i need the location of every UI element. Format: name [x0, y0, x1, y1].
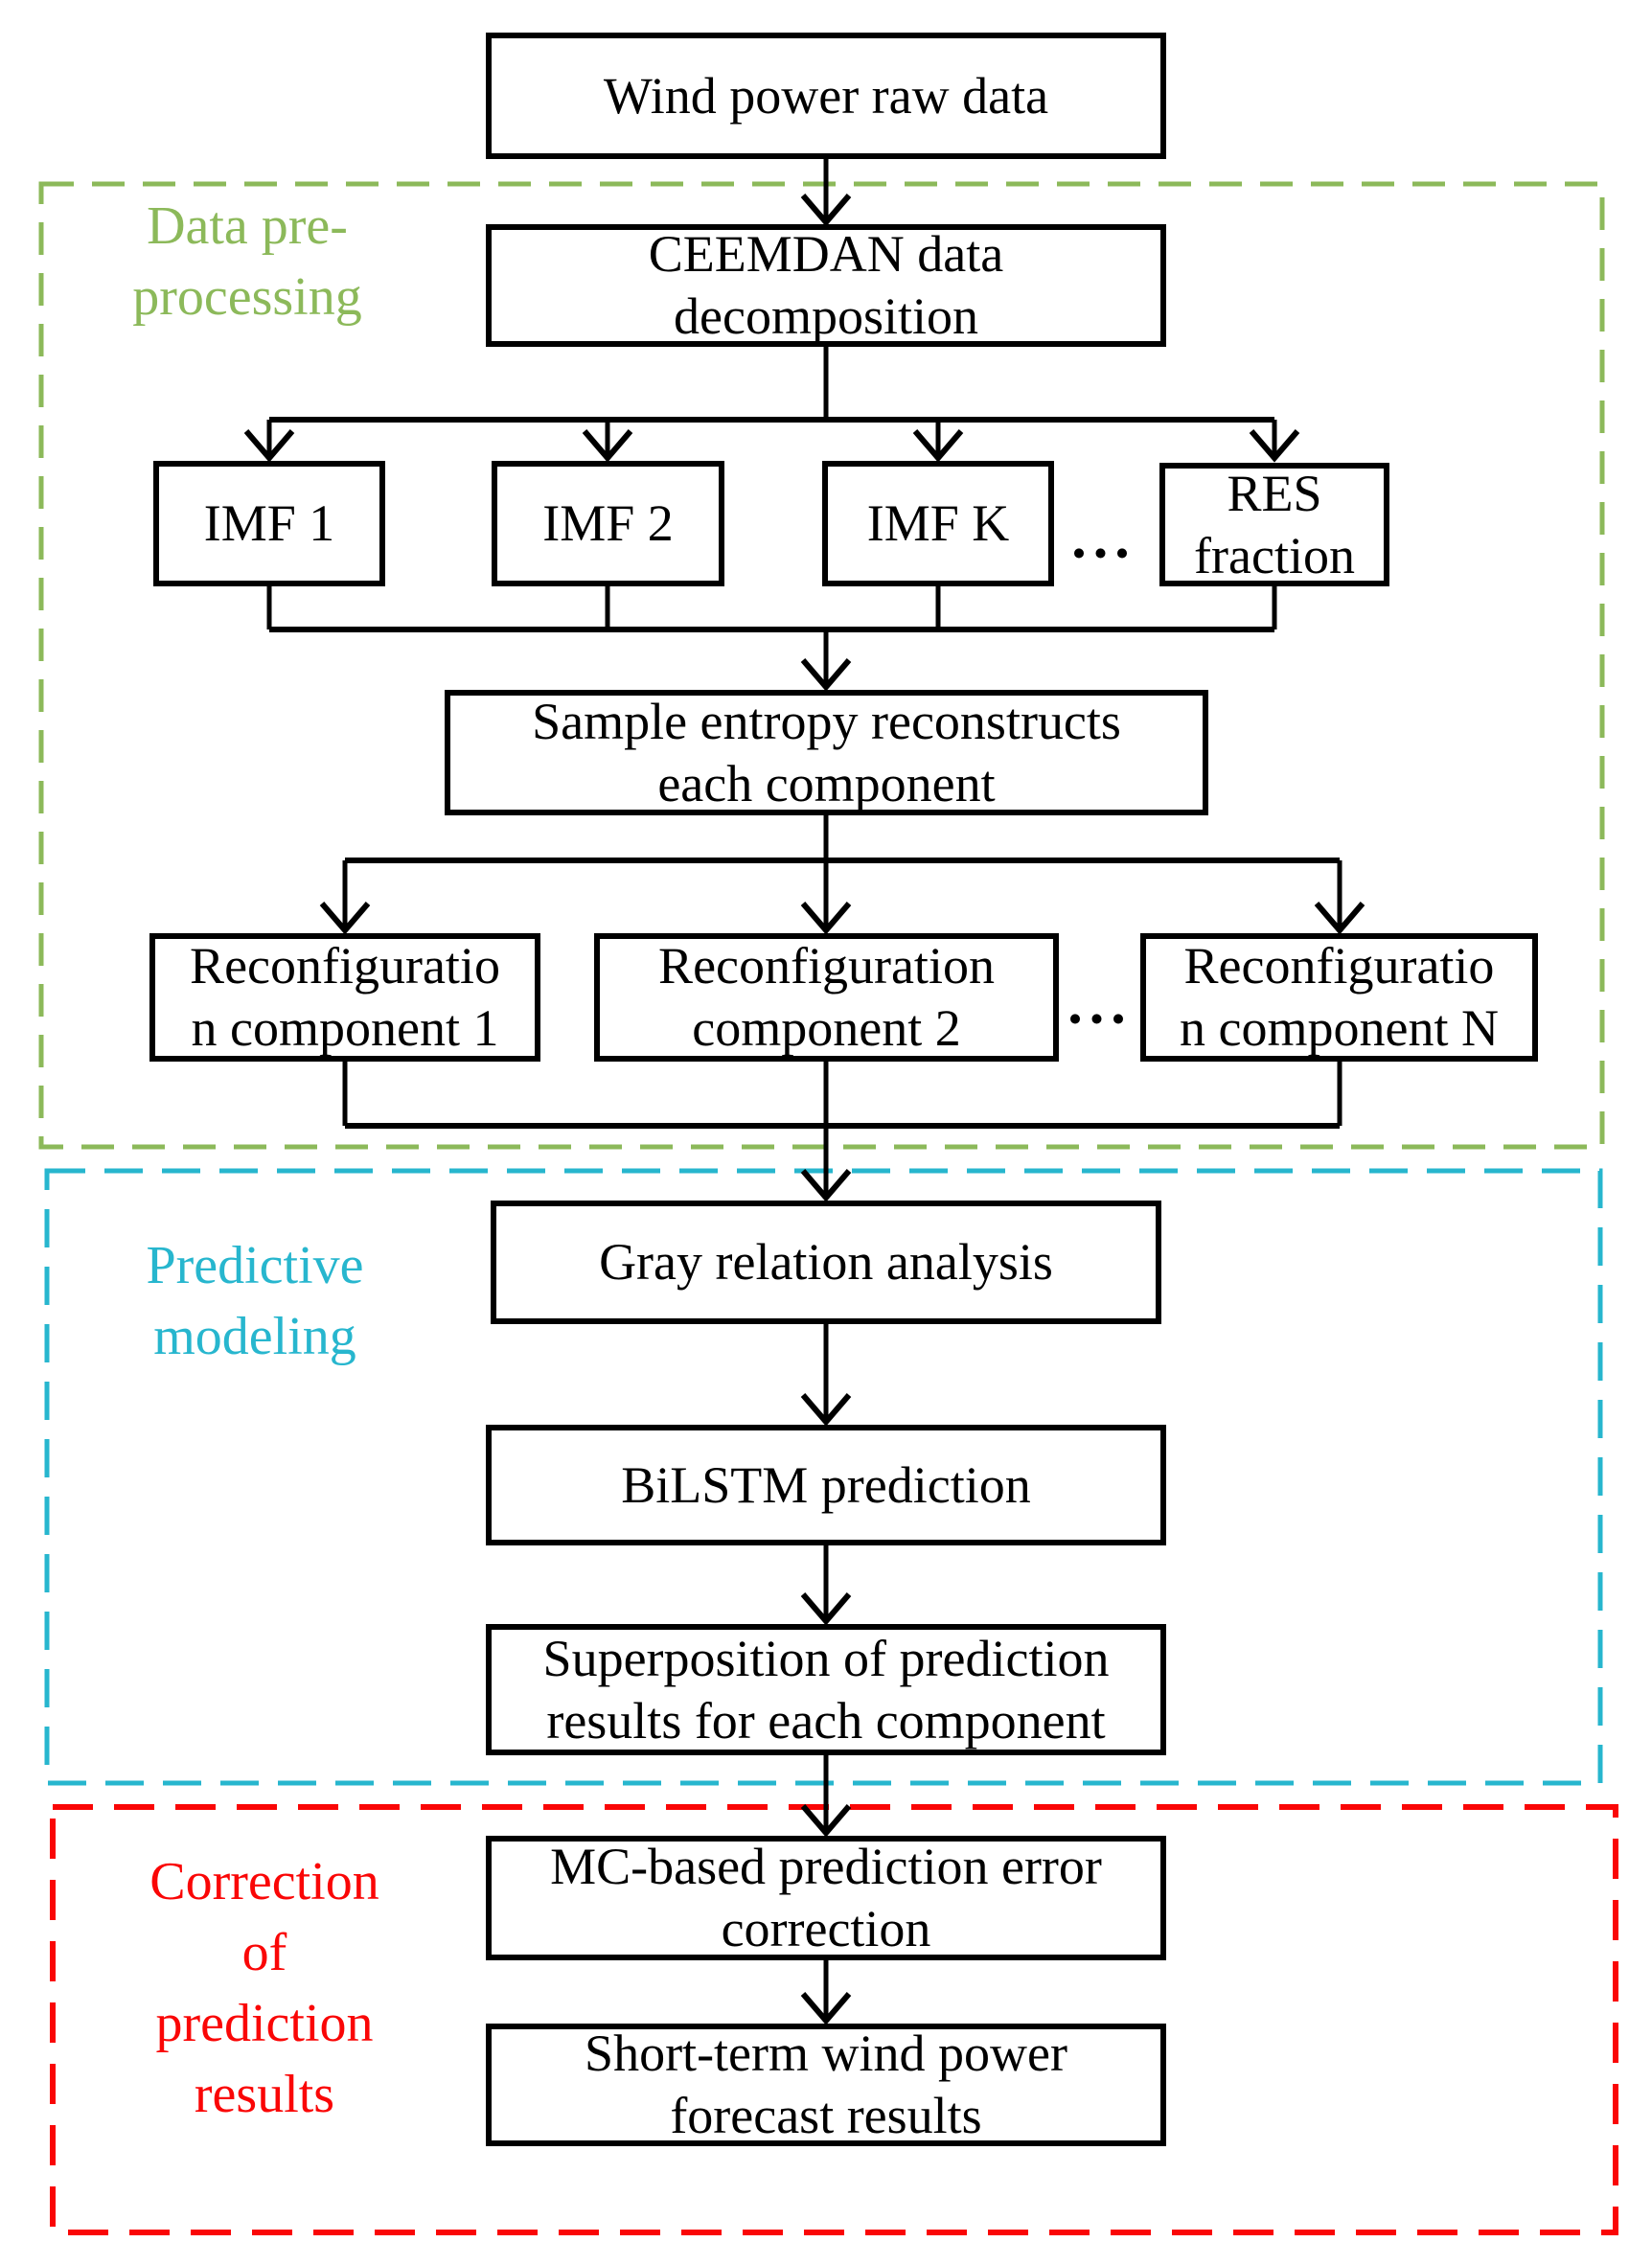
node-wind-power-raw-data: Wind power raw data — [486, 33, 1166, 159]
node-reconfiguration-component-2-label: Reconfiguration component 2 — [658, 937, 995, 1057]
node-sample-entropy: Sample entropy reconstructs each compone… — [445, 690, 1208, 815]
node-bilstm-prediction: BiLSTM prediction — [486, 1425, 1166, 1545]
node-bilstm-prediction-label: BiLSTM prediction — [621, 1455, 1031, 1514]
node-imf-1-label: IMF 1 — [203, 494, 335, 553]
preprocessing-section-label: Data pre- processing — [132, 196, 362, 327]
correction-section-frame — [50, 1804, 1618, 2235]
node-gray-relation-analysis-label: Gray relation analysis — [599, 1233, 1053, 1292]
node-reconfiguration-component-n-label: Reconfiguratio n component N — [1180, 937, 1499, 1057]
node-wind-power-raw-data-label: Wind power raw data — [603, 66, 1049, 125]
connector-lines — [266, 159, 1342, 2018]
node-imf-2: IMF 2 — [492, 461, 724, 586]
node-short-term-forecast-results: Short-term wind power forecast results — [486, 2024, 1166, 2146]
node-mc-error-correction-label: MC-based prediction error correction — [550, 1838, 1102, 1957]
preprocessing-section-frame — [38, 181, 1605, 1150]
node-reconfiguration-component-1-label: Reconfiguratio n component 1 — [190, 937, 500, 1057]
correction-section-label: Correction of prediction results — [149, 1852, 379, 2124]
node-ceemdan-decomposition: CEEMDAN data decomposition — [486, 224, 1166, 347]
predictive-section-label: Predictive modeling — [146, 1236, 364, 1366]
node-imf-k-label: IMF K — [866, 494, 1010, 553]
node-superposition-results-label: Superposition of prediction results for … — [542, 1629, 1110, 1750]
node-superposition-results: Superposition of prediction results for … — [486, 1624, 1166, 1755]
node-sample-entropy-label: Sample entropy reconstructs each compone… — [532, 692, 1121, 812]
ellipsis-reconfiguration-row: ... — [1067, 971, 1133, 1037]
node-imf-k: IMF K — [822, 461, 1054, 586]
node-gray-relation-analysis: Gray relation analysis — [491, 1201, 1161, 1324]
node-imf-2-label: IMF 2 — [542, 494, 674, 553]
node-reconfiguration-component-1: Reconfiguratio n component 1 — [149, 933, 540, 1062]
node-res-fraction-label: RES fraction — [1194, 464, 1355, 584]
node-mc-error-correction: MC-based prediction error correction — [486, 1836, 1166, 1960]
node-ceemdan-decomposition-label: CEEMDAN data decomposition — [648, 225, 1004, 345]
node-short-term-forecast-results-label: Short-term wind power forecast results — [585, 2025, 1067, 2144]
ellipsis-imf-row: ... — [1071, 505, 1136, 571]
arrowheads — [243, 194, 1365, 2025]
node-res-fraction: RES fraction — [1159, 463, 1389, 586]
node-reconfiguration-component-2: Reconfiguration component 2 — [594, 933, 1059, 1062]
node-imf-1: IMF 1 — [153, 461, 385, 586]
node-reconfiguration-component-n: Reconfiguratio n component N — [1140, 933, 1538, 1062]
